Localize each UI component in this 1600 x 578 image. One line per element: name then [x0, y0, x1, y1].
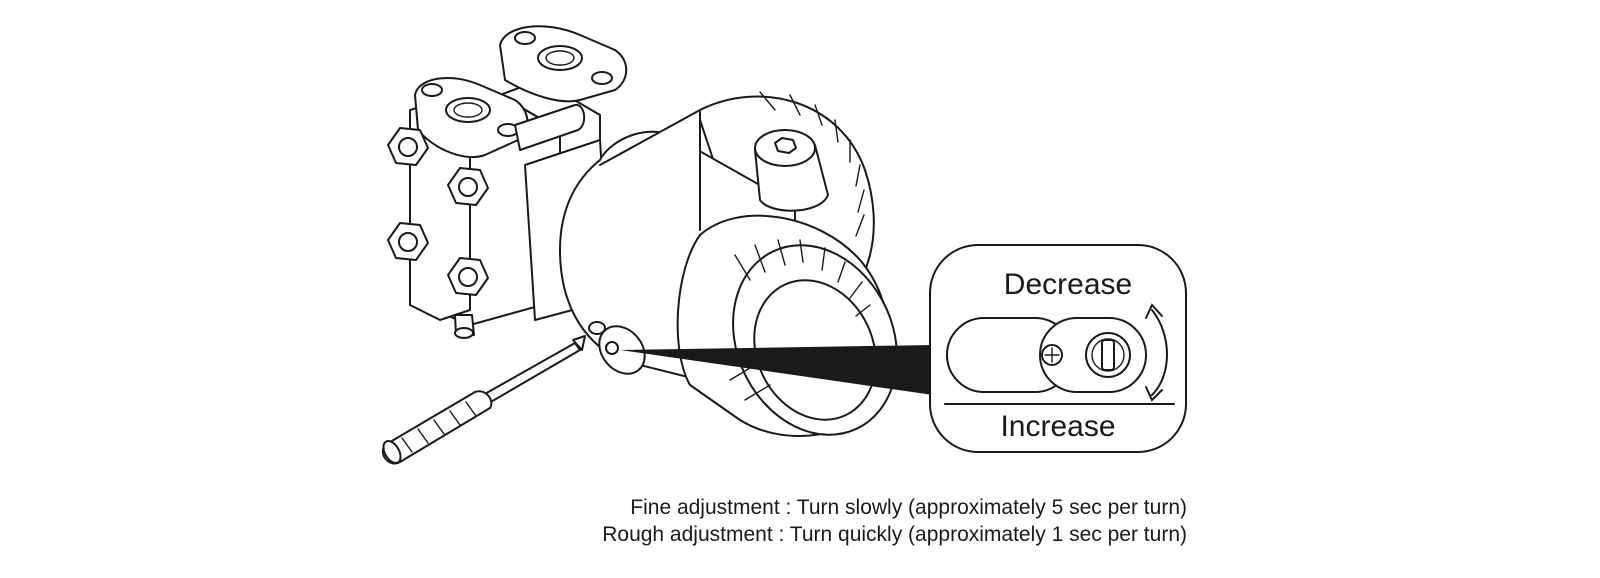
slotted-adjuster-icon — [1085, 332, 1131, 378]
bolt-icon — [387, 127, 429, 166]
callout-leader — [620, 345, 933, 395]
transmitter-housing — [559, 91, 898, 437]
bolt-icon — [447, 257, 489, 296]
fine-adjustment-caption: Fine adjustment : Turn slowly (approxima… — [630, 496, 1187, 519]
bolt-icon — [447, 167, 489, 206]
increase-label: Increase — [1000, 410, 1115, 443]
rough-adjustment-caption: Rough adjustment : Turn quickly (approxi… — [602, 523, 1187, 546]
rotation-arrow-icon — [1145, 303, 1168, 402]
callout-panel: Decrease Increase — [929, 244, 1187, 453]
decrease-label: Decrease — [1004, 268, 1132, 301]
screwdriver-icon — [381, 335, 586, 465]
phillips-screw-icon — [1041, 344, 1063, 366]
bolt-icon — [387, 222, 429, 261]
